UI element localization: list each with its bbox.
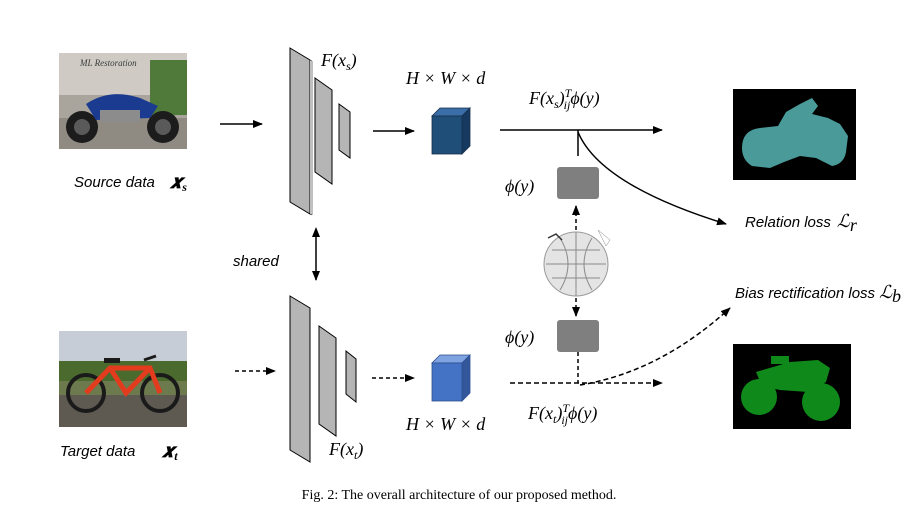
target-image bbox=[59, 331, 187, 427]
source-phi-label: ϕ(y) bbox=[505, 176, 534, 197]
source-tensor-label: H × W × d bbox=[405, 68, 486, 88]
target-data-label: Target data bbox=[60, 443, 135, 460]
wikipedia-globe-icon bbox=[543, 229, 611, 297]
source-feature-label: F(xs) bbox=[320, 50, 357, 73]
target-feature-cube bbox=[431, 354, 471, 402]
source-cube-face bbox=[431, 115, 463, 155]
target-feature-label: F(xt) bbox=[328, 439, 363, 462]
svg-text:ML Restoration: ML Restoration bbox=[79, 58, 137, 68]
bias-loss-arrow bbox=[579, 307, 731, 386]
source-data-symbol: 𝒙s bbox=[169, 172, 187, 194]
target-tensor-label: H × W × d bbox=[405, 414, 486, 434]
shared-label: shared bbox=[233, 253, 280, 270]
source-phi-box bbox=[557, 167, 599, 199]
target-cube-face bbox=[431, 362, 463, 402]
source-feature-cube bbox=[431, 107, 471, 155]
target-encoder bbox=[289, 295, 357, 463]
target-phi-label: ϕ(y) bbox=[505, 327, 534, 348]
source-image: ML Restoration bbox=[59, 53, 187, 149]
source-segmentation-mask bbox=[733, 89, 856, 180]
figure-caption: Fig. 2: The overall architecture of our … bbox=[302, 488, 617, 503]
source-encoder bbox=[289, 47, 351, 216]
relation-loss-arrow bbox=[577, 131, 727, 226]
target-segmentation-mask bbox=[733, 344, 851, 429]
source-data-label: Source data bbox=[74, 174, 155, 191]
target-phi-box bbox=[557, 320, 599, 352]
target-data-symbol: 𝒙t bbox=[161, 441, 178, 463]
